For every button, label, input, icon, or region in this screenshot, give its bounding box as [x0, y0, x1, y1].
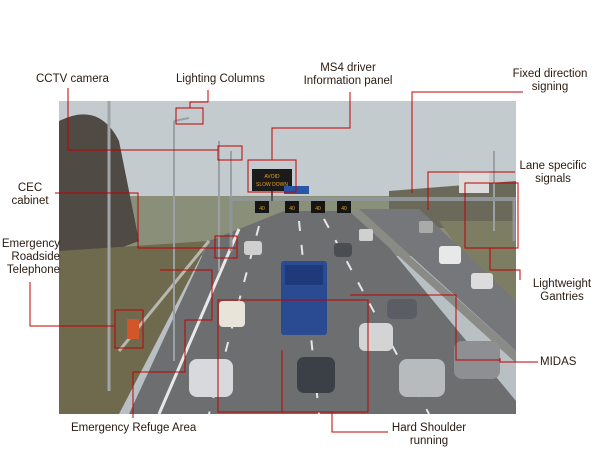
- vms-panel: AVOID SLOW DOWN: [252, 169, 292, 201]
- label-ert-line2: Roadside: [11, 251, 60, 263]
- label-lighting-columns: Lighting Columns: [176, 73, 265, 85]
- motorway-photo: AVOID SLOW DOWN 40 40 40 40: [59, 101, 516, 414]
- label-gantries-line2: Gantries: [540, 291, 584, 303]
- label-cec-cabinet: CEC cabinet: [8, 182, 52, 208]
- leader-gantries: [489, 248, 521, 280]
- label-lane-signals: Lane specific signals: [512, 160, 594, 186]
- ert-telephone: [127, 319, 139, 339]
- label-gantries-line1: Lightweight: [532, 278, 592, 290]
- box-ms4: [247, 159, 297, 193]
- hard-shoulder-line: [157, 228, 241, 414]
- car-far-1: [359, 229, 373, 241]
- signal-1: 40: [259, 206, 265, 212]
- car-small: [334, 243, 352, 257]
- signal-4: 40: [341, 206, 347, 212]
- leader-cctv: [67, 88, 218, 151]
- label-hard-shoulder: Hard Shoulder running: [374, 422, 484, 448]
- label-midas: MIDAS: [540, 356, 577, 368]
- central-reservation: [349, 211, 516, 363]
- box-lighting: [175, 107, 204, 125]
- vehicles: [189, 221, 500, 397]
- label-cec-line1: CEC: [17, 182, 43, 194]
- label-fixed-direction: Fixed direction signing: [508, 68, 592, 94]
- car-silver-right: [399, 359, 445, 397]
- label-ert-line3: Telephone: [6, 264, 60, 276]
- leader-ert: [29, 282, 115, 327]
- gantry: [229, 197, 516, 251]
- label-ms4-line1: MS4 driver: [320, 62, 376, 74]
- label-fixed-direction-line1: Fixed direction: [512, 68, 588, 80]
- leader-lighting: [189, 90, 209, 108]
- label-lane-signals-line1: Lane specific: [519, 160, 587, 172]
- label-fixed-direction-line2: signing: [531, 81, 569, 93]
- van: [219, 301, 245, 327]
- gantry-signals: 40 40 40 40: [255, 201, 351, 213]
- label-ert-line1: Emergency: [1, 238, 60, 250]
- label-hard-shoulder-line1: Hard Shoulder: [391, 422, 467, 434]
- label-ms4-line2: Information panel: [303, 75, 393, 87]
- car-small-2: [244, 241, 262, 255]
- car-opposite-3: [419, 221, 433, 233]
- label-cctv-camera: CCTV camera: [36, 73, 109, 85]
- leader-midas-2: [350, 294, 500, 361]
- car-grey: [387, 299, 417, 319]
- box-gantries: [464, 182, 519, 249]
- car-silver-left: [189, 359, 233, 397]
- box-ert: [114, 309, 144, 349]
- label-refuge-area: Emergency Refuge Area: [71, 422, 197, 434]
- label-gantries: Lightweight Gantries: [524, 278, 600, 304]
- box-hard-shoulder: [217, 299, 369, 413]
- leader-refuge: [132, 269, 213, 418]
- car-dark: [297, 357, 335, 393]
- label-ms4-panel: MS4 driver Information panel: [293, 62, 403, 88]
- vms-text-2: SLOW DOWN: [256, 182, 288, 188]
- overhead-sign: [459, 171, 489, 193]
- vms-text-1: AVOID: [264, 174, 280, 180]
- label-cec-line2: cabinet: [11, 195, 49, 207]
- leader-midas: [499, 358, 538, 363]
- label-hard-shoulder-line2: running: [409, 435, 449, 447]
- car-opposite-2: [471, 273, 493, 289]
- label-lane-signals-line2: signals: [535, 173, 571, 185]
- label-ert: Emergency Roadside Telephone: [0, 238, 60, 277]
- signal-2: 40: [289, 206, 295, 212]
- leader-cec: [55, 192, 236, 249]
- car-opposite-1: [439, 246, 461, 264]
- leader-ms4: [271, 92, 351, 160]
- leader-hard-shoulder: [331, 412, 388, 433]
- box-cec: [214, 235, 238, 259]
- signal-3: 40: [315, 206, 321, 212]
- opposite-carriageway: [359, 209, 516, 351]
- box-cctv: [217, 145, 243, 161]
- leader-fixed-direction: [411, 91, 523, 193]
- leader-lane-signals: [427, 171, 515, 210]
